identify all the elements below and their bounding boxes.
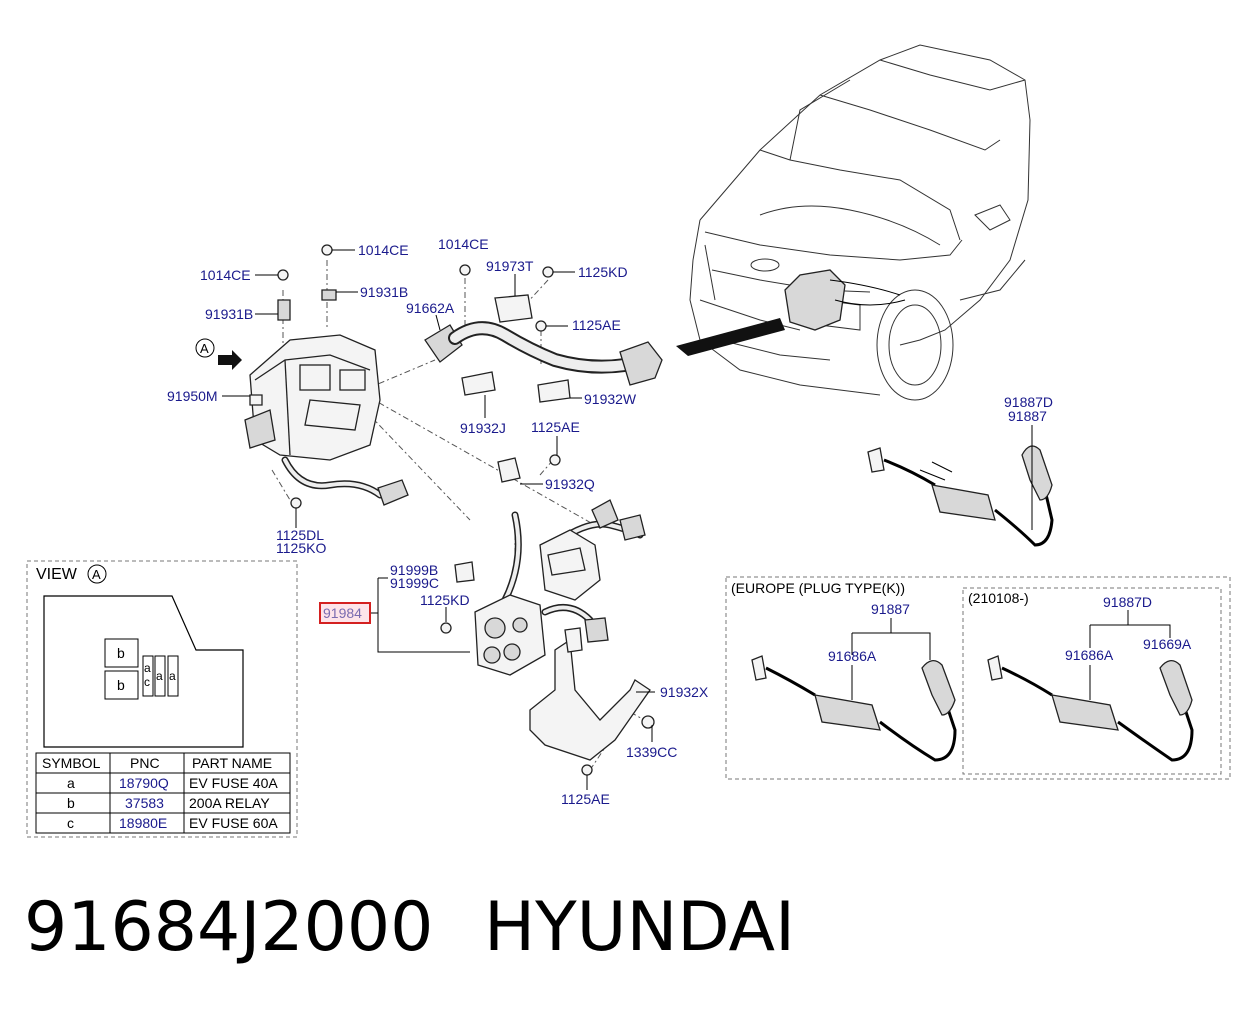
europe-title: (EUROPE (PLUG TYPE(K)): [731, 580, 905, 596]
pnc-91887-b[interactable]: 91887: [871, 601, 910, 617]
pnc-91887d-a[interactable]: 91887D: [1004, 394, 1053, 410]
view-c1: c: [144, 675, 150, 689]
pnc-91669a[interactable]: 91669A: [1143, 636, 1192, 652]
table-header-pnc: PNC: [130, 755, 160, 771]
pnc-1125kd-b[interactable]: 1125KD: [420, 592, 470, 608]
table-cell-pnc-2[interactable]: 18980E: [119, 815, 167, 831]
pnc-91887d-b[interactable]: 91887D: [1103, 594, 1152, 610]
pnc-91932w[interactable]: 91932W: [584, 391, 637, 407]
view-title: VIEW: [36, 566, 78, 583]
pnc-1014ce-c[interactable]: 1014CE: [438, 236, 489, 252]
pnc-1125ko[interactable]: 1125KO: [276, 540, 326, 556]
charge-port-assembly: [440, 454, 655, 776]
charger-cable-210108: [987, 655, 1194, 762]
table-cell-symbol-2: c: [67, 815, 74, 831]
symbol-table: SYMBOL PNC PART NAME a 18790Q EV FUSE 40…: [35, 752, 291, 834]
pnc-91950m[interactable]: 91950M: [167, 388, 218, 404]
pnc-91999b[interactable]: 91999B: [390, 562, 438, 578]
europe-sub: (210108-): [968, 590, 1029, 606]
highlight-91984: [319, 602, 371, 624]
table-header-part-name: PART NAME: [192, 755, 272, 771]
table-cell-name-2: EV FUSE 60A: [189, 815, 278, 831]
charger-cable-top: [867, 445, 1054, 547]
pnc-91932q[interactable]: 91932Q: [545, 476, 595, 492]
car-illustration: [676, 44, 1031, 401]
pnc-1125ae-a[interactable]: 1125AE: [572, 317, 621, 333]
pnc-1125ae-c[interactable]: 1125AE: [561, 791, 610, 807]
europe-section: (EUROPE (PLUG TYPE(K)) (210108-): [725, 576, 1231, 780]
pnc-91984[interactable]: 91984: [323, 605, 362, 621]
pnc-91662a[interactable]: 91662A: [406, 300, 455, 316]
view-a-marker-circle: [195, 338, 215, 358]
pnc-91931b-b[interactable]: 91931B: [205, 306, 253, 322]
pnc-labels: 1014CE 1014CE 1014CE 91931B 91931B 91950…: [167, 236, 1192, 807]
pnc-91973t[interactable]: 91973T: [486, 258, 534, 274]
part-number: 91684J2000: [24, 888, 434, 967]
pnc-91999c[interactable]: 91999C: [390, 575, 439, 591]
junction-box-91950m: [218, 244, 409, 509]
brand-name: HYUNDAI: [484, 888, 796, 967]
view-a1: a: [144, 661, 151, 675]
pnc-1125dl[interactable]: 1125DL: [276, 527, 324, 543]
table-cell-pnc-0[interactable]: 18790Q: [119, 775, 169, 791]
pnc-1014ce-b[interactable]: 1014CE: [200, 267, 251, 283]
pnc-91686a-b[interactable]: 91686A: [1065, 647, 1114, 663]
pnc-1125kd-a[interactable]: 1125KD: [578, 264, 628, 280]
view-b1: b: [117, 645, 125, 661]
label-leaders: [222, 249, 1171, 790]
view-a-marker: A: [200, 341, 209, 356]
pnc-1339cc[interactable]: 1339CC: [626, 744, 677, 760]
table-header-symbol: SYMBOL: [42, 755, 101, 771]
pnc-91887-a[interactable]: 91887: [1008, 408, 1047, 424]
pnc-91932x[interactable]: 91932X: [660, 684, 709, 700]
table-cell-symbol-0: a: [67, 775, 75, 791]
harness-91662a: [424, 264, 663, 403]
pnc-1125ae-b[interactable]: 1125AE: [531, 419, 580, 435]
charger-cable-europe: [751, 655, 957, 762]
pnc-91932j[interactable]: 91932J: [460, 420, 506, 436]
pnc-1014ce-a[interactable]: 1014CE: [358, 242, 409, 258]
table-cell-symbol-1: b: [67, 795, 75, 811]
view-b2: b: [117, 677, 125, 693]
pnc-91931b-a[interactable]: 91931B: [360, 284, 408, 300]
table-cell-name-0: EV FUSE 40A: [189, 775, 278, 791]
view-a-panel: VIEW A b b a c a a SYMBOL PNC PART NAME …: [26, 560, 298, 838]
view-a2: a: [156, 669, 163, 683]
view-marker: A: [92, 567, 101, 582]
table-cell-pnc-1[interactable]: 37583: [125, 795, 164, 811]
pnc-91686a-a[interactable]: 91686A: [828, 648, 877, 664]
view-a3: a: [169, 669, 176, 683]
table-cell-name-1: 200A RELAY: [189, 795, 270, 811]
